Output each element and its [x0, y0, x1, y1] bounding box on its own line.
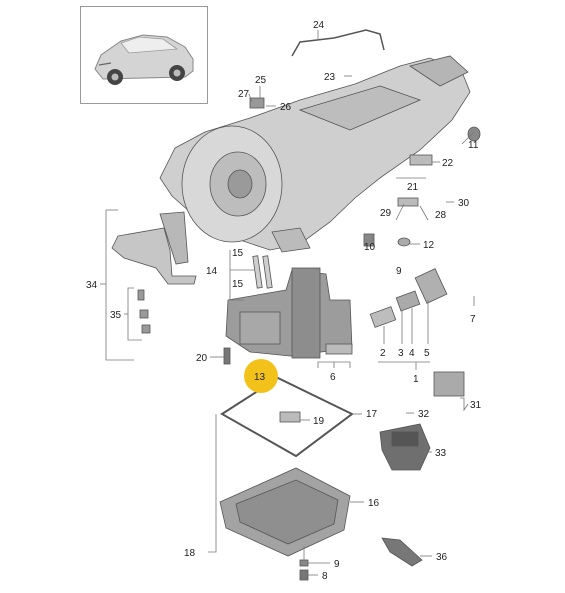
oil-pan[interactable] — [219, 467, 351, 557]
callout-13[interactable]: 13 — [254, 372, 266, 383]
drain-seal[interactable] — [299, 559, 309, 567]
callout-14[interactable]: 14 — [206, 266, 218, 277]
callout-4[interactable]: 4 — [409, 348, 415, 359]
callout-11[interactable]: 11 — [468, 140, 479, 151]
callout-18[interactable]: 18 — [184, 548, 196, 559]
callout-17[interactable]: 17 — [366, 409, 378, 420]
filter-element[interactable] — [279, 411, 301, 423]
wiring-harness[interactable] — [291, 29, 385, 57]
highlight-marker — [244, 359, 278, 393]
callout-20[interactable]: 20 — [196, 353, 208, 364]
callout-22[interactable]: 22 — [442, 158, 454, 169]
callout-33[interactable]: 33 — [435, 448, 447, 459]
callout-5[interactable]: 5 — [424, 348, 430, 359]
callout-34[interactable]: 34 — [86, 280, 98, 291]
small-components[interactable] — [137, 97, 481, 397]
car-icon — [94, 34, 194, 85]
callout-24[interactable]: 24 — [313, 20, 325, 31]
mechatronic-module[interactable] — [379, 423, 431, 471]
conductor-plate[interactable] — [111, 211, 197, 285]
vehicle-thumbnail[interactable] — [80, 6, 208, 104]
callout-23[interactable]: 23 — [324, 72, 336, 83]
callout-15[interactable]: 15 — [232, 248, 244, 259]
valve-body[interactable] — [225, 267, 353, 359]
callout-21[interactable]: 21 — [407, 182, 419, 193]
callout-26[interactable]: 26 — [280, 102, 292, 113]
callout-27[interactable]: 27 — [238, 89, 250, 100]
callout-9[interactable]: 9 — [396, 266, 402, 277]
callout-labels: 24 25 23 27 26 11 22 21 30 29 28 10 12 1… — [86, 20, 482, 582]
callout-31[interactable]: 31 — [470, 400, 482, 411]
callout-10[interactable]: 10 — [364, 242, 376, 253]
callout-leaders — [100, 30, 475, 576]
callout-28[interactable]: 28 — [435, 210, 447, 221]
callout-1[interactable]: 1 — [413, 374, 419, 385]
callout-35[interactable]: 35 — [110, 310, 122, 321]
drain-plug[interactable] — [299, 569, 309, 581]
transmission-housing[interactable] — [159, 55, 471, 253]
callout-9[interactable]: 9 — [334, 559, 340, 570]
callout-2[interactable]: 2 — [380, 348, 386, 359]
callout-36[interactable]: 36 — [436, 552, 448, 563]
callout-29[interactable]: 29 — [380, 208, 392, 219]
callout-15[interactable]: 15 — [232, 279, 244, 290]
callout-8[interactable]: 8 — [322, 571, 328, 582]
dipstick-tube[interactable] — [381, 537, 423, 567]
callout-16[interactable]: 16 — [368, 498, 380, 509]
callout-6[interactable]: 6 — [330, 372, 336, 383]
callout-7[interactable]: 7 — [470, 314, 476, 325]
callout-19[interactable]: 19 — [313, 416, 325, 427]
callout-32[interactable]: 32 — [418, 409, 430, 420]
callout-25[interactable]: 25 — [255, 75, 267, 86]
callout-3[interactable]: 3 — [398, 348, 404, 359]
callout-30[interactable]: 30 — [458, 198, 470, 209]
callout-12[interactable]: 12 — [423, 240, 435, 251]
